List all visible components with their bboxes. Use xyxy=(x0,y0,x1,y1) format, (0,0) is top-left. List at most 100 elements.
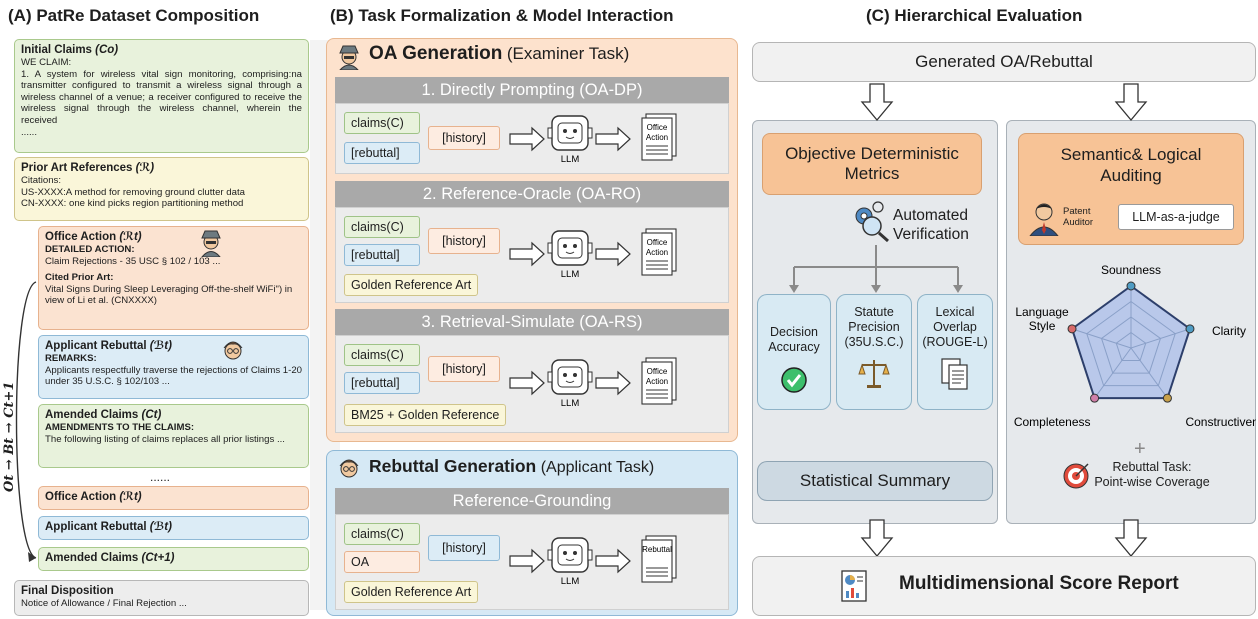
prior-art-line3: CN-XXXX: one kind picks region partition… xyxy=(21,198,244,210)
radar-axis-label: Soundness xyxy=(1101,263,1161,277)
amended-title: Amended Claims xyxy=(45,409,139,421)
initial-claims-ellipsis: ...... xyxy=(21,126,37,138)
document-label: Action xyxy=(646,248,668,257)
extra-chip: Golden Reference Art xyxy=(344,274,479,296)
final-disposition-card: Final Disposition Notice of Allowance / … xyxy=(14,580,309,616)
report-icon xyxy=(841,570,867,602)
documents-icon xyxy=(941,358,968,390)
step-title: Reference-Grounding xyxy=(335,488,729,514)
robot-icon xyxy=(547,115,593,151)
panel-a-header: (A) PatRe Dataset Composition xyxy=(8,6,260,25)
document-icon xyxy=(641,357,677,405)
report-box: Multidimensional Score Report xyxy=(752,556,1256,616)
amended-2-card: Amended Claims (Ct+1) xyxy=(38,547,309,571)
prior-art-card: Prior Art References (ℛ) Citations: US-X… xyxy=(14,157,309,221)
radar-axis-label: Style xyxy=(1029,319,1056,333)
initial-claims-card: Initial Claims (Co) WE CLAIM: 1. A syste… xyxy=(14,39,309,153)
office-action-2-symbol: (ℛt) xyxy=(119,491,142,503)
final-title: Final Disposition xyxy=(21,585,114,597)
oa-step-3: 3. Retrieval-Simulate (OA-RS)claims(C)[r… xyxy=(335,309,729,433)
examiner-icon xyxy=(201,230,221,257)
document-label: Office xyxy=(647,123,668,132)
office-action-card: Office Action (ℛt) DETAILED ACTION: Clai… xyxy=(38,226,309,330)
objective-title: Objective Deterministic Metrics xyxy=(762,133,982,195)
radar-point xyxy=(1162,393,1172,403)
statistical-summary: Statistical Summary xyxy=(757,461,993,501)
claims-chip: claims(C) xyxy=(344,112,420,134)
office-action-symbol: (ℛt) xyxy=(119,231,142,243)
radar-ring xyxy=(1115,331,1147,362)
initial-claims-symbol: (Co) xyxy=(95,44,119,56)
cycle-label: Ot → Bt → Ct+1 xyxy=(2,381,17,493)
examiner-icon-b xyxy=(339,45,359,70)
radar-axis xyxy=(1130,328,1191,349)
oa-step-2: 2. Reference-Oracle (OA-RO)claims(C)[reb… xyxy=(335,181,729,303)
extra-chip: BM25 + Golden Reference xyxy=(344,404,507,426)
auditor-label: Patent Auditor xyxy=(1063,206,1094,228)
continuation-dots: ...... xyxy=(150,470,171,484)
document-label: Rebuttal xyxy=(642,545,672,554)
llm-label: LLM xyxy=(561,398,580,409)
history-chip: [history] xyxy=(428,356,500,382)
office-action-text1: Claim Rejections - 35 USC § 102 / 103 ..… xyxy=(45,255,221,267)
prior-art-title: Prior Art References xyxy=(21,162,133,174)
llm-label: LLM xyxy=(561,576,580,587)
radar-axis xyxy=(1094,347,1132,399)
rebuttal-2-card: Applicant Rebuttal (ℬt) xyxy=(38,516,309,540)
radar-outline xyxy=(1070,284,1192,400)
step-title: 1. Directly Prompting (OA-DP) xyxy=(335,77,729,103)
report-title: Multidimensional Score Report xyxy=(899,573,1179,594)
arrow-icon xyxy=(509,126,545,152)
prior-art-line1: Citations: xyxy=(21,175,61,186)
arrow-icon xyxy=(595,126,631,152)
rebuttal-task-label: Rebuttal Task: xyxy=(1112,460,1192,474)
metric-label: Statute Precision (35U.S.C.) xyxy=(844,305,904,349)
radar-axis-label: Clarity xyxy=(1212,324,1246,338)
radar-point xyxy=(1185,324,1195,334)
radar-ring xyxy=(1086,300,1176,387)
radar-chart: SoundnessClarityConstructiveness Complete… xyxy=(1014,263,1256,429)
office-action-2-title: Office Action xyxy=(45,491,117,503)
radar-point xyxy=(1067,324,1077,334)
second-chip: [rebuttal] xyxy=(344,372,420,394)
arrow-icon xyxy=(595,370,631,396)
llm-label: LLM xyxy=(561,269,580,280)
document-icon xyxy=(641,535,677,583)
history-chip: [history] xyxy=(428,228,500,254)
amended-2-title: Amended Claims xyxy=(45,552,139,564)
llm-judge-box: LLM-as-a-judge xyxy=(1118,204,1234,230)
initial-claims-body: 1. A system for wireless vital sign moni… xyxy=(21,68,302,126)
prior-art-symbol: (ℛ) xyxy=(135,162,155,174)
rebuttal-title: Applicant Rebuttal xyxy=(45,340,147,352)
applicant-icon xyxy=(223,341,243,360)
amended-card: Amended Claims (Ct) AMENDMENTS TO THE CL… xyxy=(38,404,309,468)
second-chip: [rebuttal] xyxy=(344,244,420,266)
office-action-2-card: Office Action (ℛt) xyxy=(38,486,309,510)
office-action-title: Office Action xyxy=(45,231,117,243)
radar-axis-label: Completeness xyxy=(1014,415,1091,429)
radar-axis-label: Constructiveness xyxy=(1185,415,1256,429)
arrow-icon xyxy=(509,241,545,267)
coverage-label: Point-wise Coverage xyxy=(1094,475,1210,489)
rebuttal-2-symbol: (ℬt) xyxy=(149,521,172,533)
arrow-icon xyxy=(509,370,545,396)
step-body: claims(C)[rebuttal][history]Golden Refer… xyxy=(335,207,729,303)
extra-chip: Golden Reference Art xyxy=(344,581,479,603)
amended-2-symbol: (Ct+1) xyxy=(141,552,175,564)
llm-label: LLM xyxy=(561,154,580,165)
scales-icon xyxy=(858,360,890,388)
cycle-indicator: Ot → Bt → Ct+1 xyxy=(0,230,38,598)
prior-art-line2: US-XXXX:A method for removing ground clu… xyxy=(21,186,245,198)
rebuttal-gen-title: Rebuttal Generation xyxy=(369,456,537,476)
oa-step-1: 1. Directly Prompting (OA-DP)claims(C)[r… xyxy=(335,77,729,174)
initial-claims-line1: WE CLAIM: xyxy=(21,57,72,68)
semantic-title: Semantic& Logical Auditing xyxy=(1060,145,1202,185)
oa-subtitle: (Examiner Task) xyxy=(506,44,630,63)
step-body: claims(C)OA[history]Golden Reference Art… xyxy=(335,514,729,610)
rebuttal-symbol: (ℬt) xyxy=(149,340,172,352)
rebuttal-card: Applicant Rebuttal (ℬt) REMARKS: Applica… xyxy=(38,335,309,399)
amended-symbol: (Ct) xyxy=(141,409,162,421)
amended-sub1: AMENDMENTS TO THE CLAIMS: xyxy=(45,422,195,433)
